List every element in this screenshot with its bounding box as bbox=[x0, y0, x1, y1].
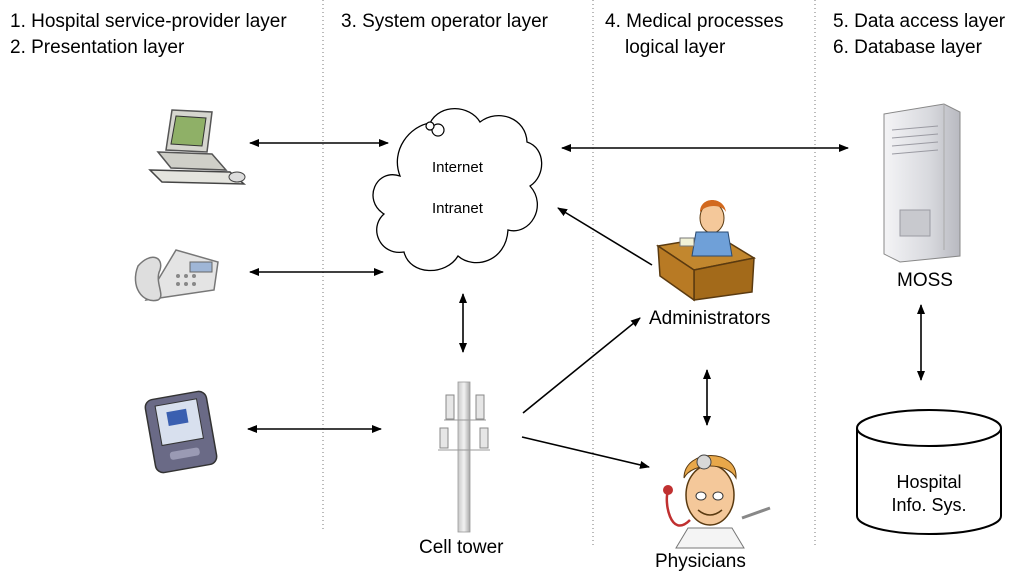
label-intranet: Intranet bbox=[432, 200, 483, 217]
label-database-line2: Info. Sys. bbox=[891, 495, 967, 515]
desk-phone-icon bbox=[134, 249, 219, 302]
header-layer-4: 4. Medical processes bbox=[605, 11, 784, 32]
physician-icon bbox=[663, 454, 771, 549]
header-layer-6: 6. Database layer bbox=[833, 37, 982, 58]
header-layer-1: 1. Hospital service-provider layer bbox=[10, 11, 287, 32]
header-layer-3: 3. System operator layer bbox=[341, 11, 548, 32]
label-moss: MOSS bbox=[897, 270, 953, 291]
database-cylinder-icon bbox=[856, 409, 1002, 535]
label-cell-tower: Cell tower bbox=[419, 537, 504, 558]
arrow-tower-physician bbox=[521, 436, 650, 469]
header-layer-5: 5. Data access layer bbox=[833, 11, 1006, 32]
header-layer-2: 2. Presentation layer bbox=[10, 37, 185, 58]
cloud-icon bbox=[372, 108, 543, 272]
column-separators bbox=[322, 0, 816, 548]
connection-arrows bbox=[247, 139, 925, 469]
cell-tower-icon bbox=[438, 381, 490, 533]
label-administrators: Administrators bbox=[649, 308, 771, 329]
label-internet: Internet bbox=[432, 159, 483, 176]
desktop-computer-icon bbox=[148, 109, 247, 185]
server-tower-icon bbox=[883, 103, 961, 263]
pda-icon bbox=[144, 390, 218, 474]
header-layer-4-cont: logical layer bbox=[625, 37, 726, 58]
label-physicians: Physicians bbox=[655, 551, 746, 572]
arrow-admin-cloud bbox=[557, 207, 653, 266]
arrow-tower-admin bbox=[522, 317, 641, 414]
label-database-line1: Hospital bbox=[896, 472, 962, 492]
administrator-icon bbox=[656, 200, 757, 302]
